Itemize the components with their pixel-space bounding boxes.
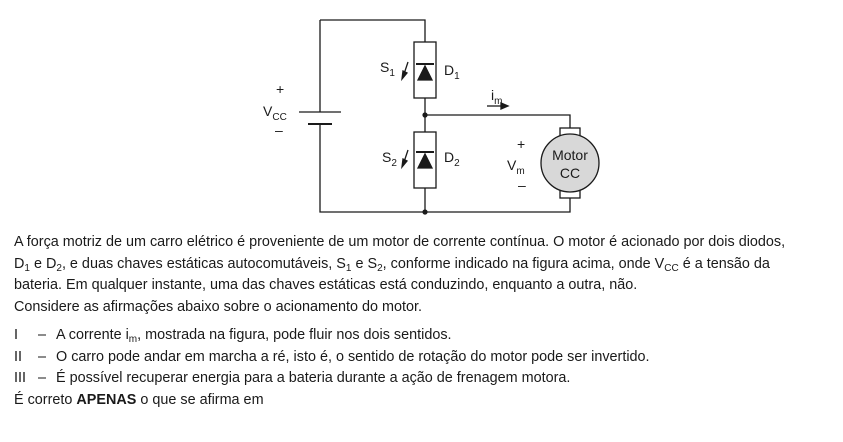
problem-paragraph: A força motriz de um carro elétrico é pr… [14, 234, 786, 293]
d1-label: D1 [444, 62, 460, 82]
s2-label: S2 [382, 149, 397, 169]
circuit-diagram: + VCC – S1 D1 S2 D2 im + Vm – Motor CC [263, 19, 600, 215]
bottom-wire [319, 131, 571, 213]
d2-label: D2 [444, 149, 460, 169]
vm-plus: + [517, 136, 525, 152]
junction-dot-mid [422, 112, 428, 118]
statement-2: II– O carro pode andar em marcha a ré, i… [14, 348, 650, 365]
statement-3: III– É possível recuperar energia para a… [14, 370, 571, 386]
im-label: im [491, 87, 502, 107]
switch-diode-cell-2 [401, 131, 437, 212]
s1-label: S1 [380, 59, 395, 79]
final-question: É correto APENAS o que se afirma em [14, 391, 264, 408]
instruction-line: Considere as afirmações abaixo sobre o a… [14, 298, 422, 315]
top-wire [320, 19, 426, 42]
vcc-label: VCC [263, 103, 287, 123]
motor-label-1: Motor [552, 147, 588, 163]
motor-icon [540, 133, 600, 193]
question-text: A força motriz de um carro elétrico é pr… [14, 232, 836, 411]
junction-dot-bottom [422, 209, 428, 215]
switch-diode-cell-1 [401, 41, 437, 132]
vm-label: Vm [507, 157, 525, 177]
vcc-minus: – [275, 122, 283, 138]
vcc-plus: + [276, 81, 284, 97]
vm-minus: – [518, 177, 526, 193]
statement-1: I– A corrente im, mostrada na figura, po… [14, 327, 452, 345]
mid-wire [425, 114, 571, 132]
motor-label-2: CC [560, 165, 580, 181]
